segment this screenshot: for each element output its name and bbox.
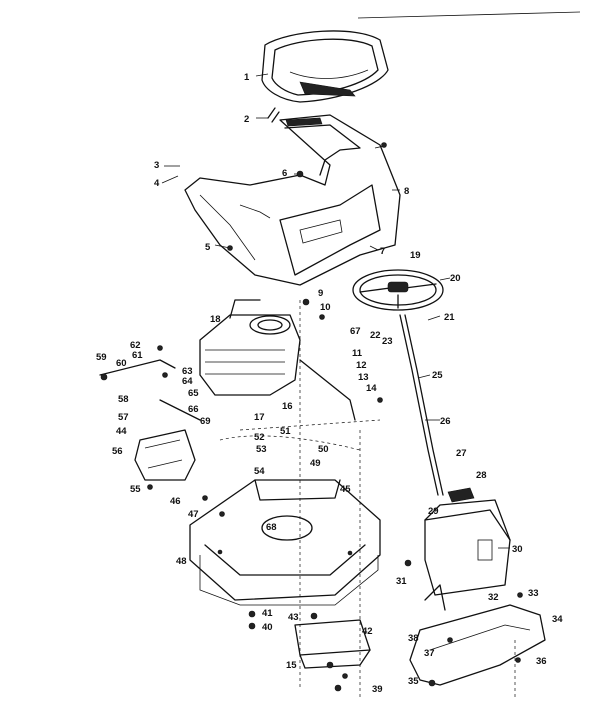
seat [261,30,389,103]
callout-57: 57 [118,412,129,423]
callout-32: 32 [488,592,499,603]
callout-25: 25 [432,370,443,381]
callout-6: 6 [282,168,287,179]
callout-59: 59 [96,352,107,363]
transmission-bracket [134,429,196,481]
callout-2: 2 [244,114,249,125]
callout-39: 39 [372,684,383,695]
callout-33: 33 [528,588,539,599]
callout-66: 66 [188,404,199,415]
callout-26: 26 [440,416,451,427]
callout-55: 55 [130,484,141,495]
callout-12: 12 [356,360,367,371]
callout-51: 51 [280,426,291,437]
callout-36: 36 [536,656,547,667]
callout-17: 17 [254,412,265,423]
dash-console [424,487,511,596]
callout-13: 13 [358,372,369,383]
linkage-rods [99,359,356,421]
callout-56: 56 [112,446,123,457]
steering-wheel [352,269,444,311]
callout-40: 40 [262,622,273,633]
callout-43: 43 [288,612,299,623]
callout-69: 69 [200,416,211,427]
callout-7: 7 [380,246,385,257]
callout-45: 45 [340,484,351,495]
fender [184,114,401,286]
callout-15: 15 [286,660,297,671]
callout-41: 41 [262,608,273,619]
callout-64: 64 [182,376,193,387]
callout-14: 14 [366,383,377,394]
axle-plate [294,619,371,669]
callout-35: 35 [408,676,419,687]
front-bumper [409,584,546,686]
callout-9: 9 [318,288,323,299]
callout-58: 58 [118,394,129,405]
callout-65: 65 [188,388,199,399]
callout-46: 46 [170,496,181,507]
callout-16: 16 [282,401,293,412]
centerlines [219,300,516,700]
callout-54: 54 [254,466,265,477]
callout-10: 10 [320,302,331,313]
callout-20: 20 [450,273,461,284]
callout-5: 5 [205,242,211,253]
callout-42: 42 [362,626,373,637]
callout-3: 3 [154,160,159,171]
callout-53: 53 [256,444,267,455]
steering-shaft [399,314,444,496]
hardware [100,142,523,692]
callout-50: 50 [318,444,329,455]
callout-21: 21 [444,312,455,323]
callout-11: 11 [352,348,363,359]
lens-strip [285,117,323,127]
callout-67: 67 [350,326,361,337]
callout-38: 38 [408,633,419,644]
callout-31: 31 [396,576,407,587]
callout-23: 23 [382,336,393,347]
callout-47: 47 [188,509,199,520]
header-rule [357,11,581,19]
callout-4: 4 [154,178,160,189]
seat-spring [267,107,280,123]
callout-62: 62 [130,340,141,351]
callout-34: 34 [552,614,563,625]
callout-68: 68 [266,522,277,533]
callout-18: 18 [210,314,221,325]
callout-63: 63 [182,366,193,377]
engine [199,299,301,396]
callout-8: 8 [404,186,409,197]
callout-29: 29 [428,506,439,517]
chassis [189,479,381,606]
callout-60: 60 [116,358,127,369]
callout-44: 44 [116,426,127,437]
callout-49: 49 [310,458,321,469]
callout-labels: 1234567891011121314151617181920212223252… [96,72,563,695]
callout-52: 52 [254,432,265,443]
callout-28: 28 [476,470,487,481]
leader-lines [161,73,510,549]
callout-1: 1 [244,72,250,83]
callout-37: 37 [424,648,435,659]
callout-61: 61 [132,350,143,361]
callout-27: 27 [456,448,467,459]
callout-19: 19 [410,250,421,261]
callout-48: 48 [176,556,187,567]
callout-22: 22 [370,330,381,341]
callout-30: 30 [512,544,523,555]
